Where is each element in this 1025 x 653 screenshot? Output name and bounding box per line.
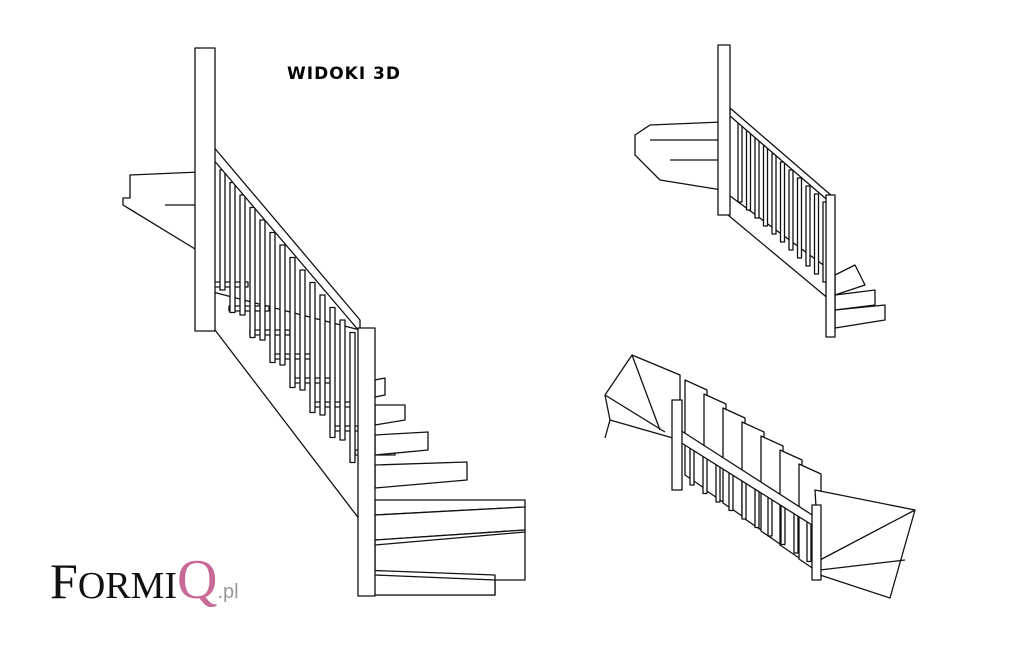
upper-newel-post: [194, 47, 216, 332]
baluster: [279, 244, 286, 366]
lower-newel-post: [811, 504, 822, 581]
baluster: [309, 281, 316, 414]
balusters: [219, 169, 356, 464]
bottom-winders: [814, 489, 916, 599]
lower-steps: [359, 377, 526, 596]
upper-newel-post: [717, 44, 731, 216]
baluster: [249, 206, 256, 339]
lower-newel-post: [357, 327, 376, 597]
baluster: [239, 194, 246, 316]
baluster: [805, 185, 811, 267]
formiq-logo: FORMIQ.pl: [50, 549, 239, 611]
baluster: [788, 169, 794, 251]
baluster: [289, 256, 296, 389]
baluster: [813, 193, 820, 275]
baluster: [329, 306, 336, 439]
baluster: [796, 177, 803, 259]
baluster: [269, 231, 276, 364]
baluster: [299, 269, 306, 391]
lower-newel-post: [825, 194, 836, 338]
baluster: [349, 331, 356, 464]
tread: [228, 305, 270, 312]
upper-newel-post: [671, 399, 683, 491]
baluster: [259, 219, 266, 341]
baluster: [339, 319, 346, 441]
winder-landing: [604, 354, 681, 441]
baluster: [319, 294, 326, 416]
drawing-title: WIDOKI 3D: [287, 64, 401, 84]
